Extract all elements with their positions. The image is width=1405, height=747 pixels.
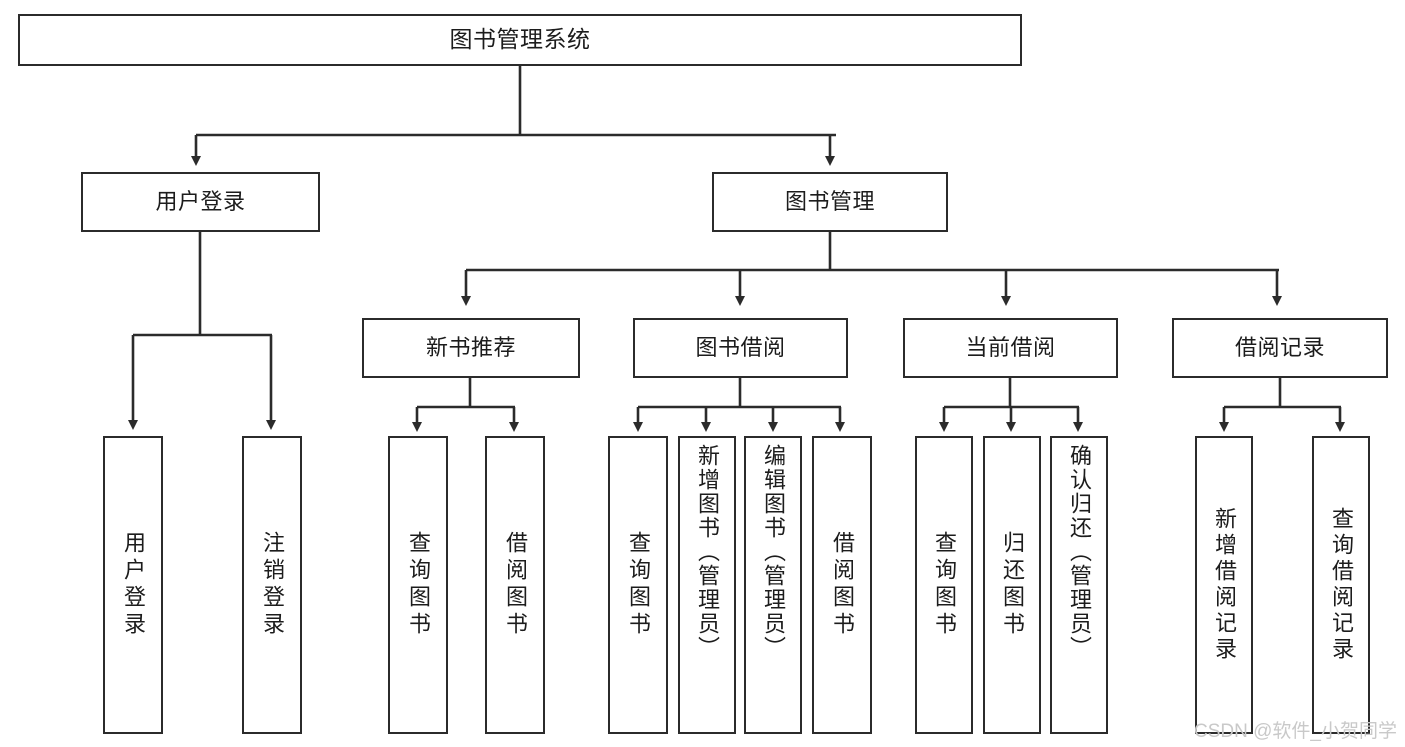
leaf-user-login[interactable]: 用户登录 <box>103 436 163 734</box>
leaf-newbook-borrow-book[interactable]: 借阅图书 <box>485 436 545 734</box>
node-new-book-recommend-label: 新书推荐 <box>425 335 516 361</box>
leaf-borrow-edit-book-admin[interactable]: 编辑图书（管理员） <box>744 436 802 734</box>
node-borrow-record[interactable]: 借阅记录 <box>1172 318 1388 378</box>
leaf-newbook-query-book-label: 查询图书 <box>406 531 431 639</box>
watermark: CSDN @软件_小贺同学 <box>1194 721 1397 742</box>
leaf-current-query-book[interactable]: 查询图书 <box>915 436 973 734</box>
node-book-borrow[interactable]: 图书借阅 <box>633 318 848 378</box>
leaf-user-login-label: 用户登录 <box>121 531 146 639</box>
node-user-login[interactable]: 用户登录 <box>81 172 320 232</box>
leaf-record-query-record[interactable]: 查询借阅记录 <box>1312 436 1370 734</box>
node-current-borrow-label: 当前借阅 <box>965 335 1056 361</box>
node-root-label: 图书管理系统 <box>449 26 591 53</box>
leaf-borrow-add-book-admin[interactable]: 新增图书（管理员） <box>678 436 736 734</box>
leaf-record-add-record-label: 新增借阅记录 <box>1212 507 1237 663</box>
leaf-borrow-edit-book-admin-label: 编辑图书（管理员） <box>761 444 786 660</box>
node-borrow-record-label: 借阅记录 <box>1234 335 1325 361</box>
leaf-current-query-book-label: 查询图书 <box>932 531 957 639</box>
node-book-borrow-label: 图书借阅 <box>695 335 786 361</box>
node-new-book-recommend[interactable]: 新书推荐 <box>362 318 580 378</box>
leaf-newbook-query-book[interactable]: 查询图书 <box>388 436 448 734</box>
node-book-management[interactable]: 图书管理 <box>712 172 948 232</box>
node-book-management-label: 图书管理 <box>784 189 875 215</box>
node-current-borrow[interactable]: 当前借阅 <box>903 318 1118 378</box>
leaf-user-logout-label: 注销登录 <box>260 531 285 639</box>
leaf-borrow-query-book[interactable]: 查询图书 <box>608 436 668 734</box>
leaf-current-return-book[interactable]: 归还图书 <box>983 436 1041 734</box>
node-user-login-label: 用户登录 <box>155 189 246 215</box>
leaf-user-logout[interactable]: 注销登录 <box>242 436 302 734</box>
leaf-record-add-record[interactable]: 新增借阅记录 <box>1195 436 1253 734</box>
leaf-current-confirm-return-admin-label: 确认归还（管理员） <box>1067 444 1092 660</box>
leaf-borrow-borrow-book[interactable]: 借阅图书 <box>812 436 872 734</box>
leaf-borrow-add-book-admin-label: 新增图书（管理员） <box>695 444 720 660</box>
leaf-current-return-book-label: 归还图书 <box>1000 531 1025 639</box>
leaf-borrow-borrow-book-label: 借阅图书 <box>830 531 855 639</box>
leaf-current-confirm-return-admin[interactable]: 确认归还（管理员） <box>1050 436 1108 734</box>
leaf-borrow-query-book-label: 查询图书 <box>626 531 651 639</box>
leaf-newbook-borrow-book-label: 借阅图书 <box>503 531 528 639</box>
node-root[interactable]: 图书管理系统 <box>18 14 1022 66</box>
leaf-record-query-record-label: 查询借阅记录 <box>1329 507 1354 663</box>
